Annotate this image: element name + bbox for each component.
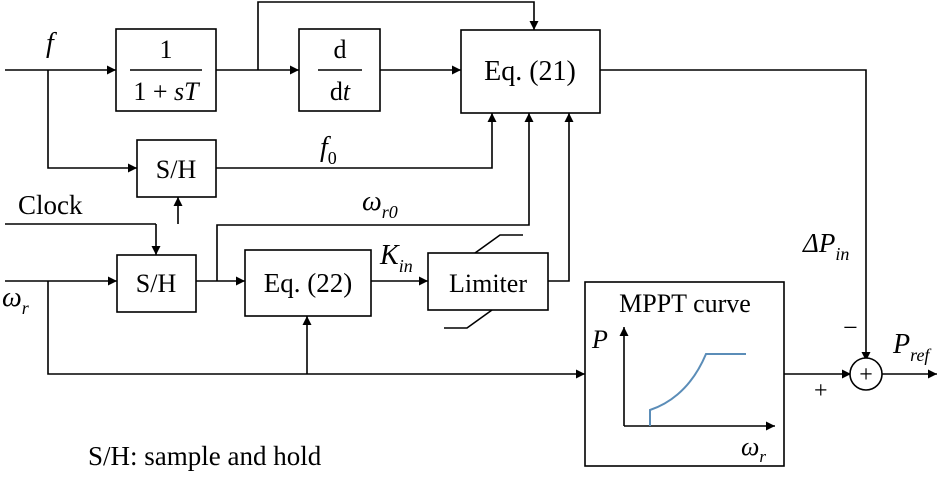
sh-bottom-label: S/H	[136, 269, 177, 298]
signal-p-ref-label: Pref	[892, 329, 932, 365]
lowpass-numerator: 1	[160, 35, 173, 64]
sample-hold-bottom-block: S/H	[116, 254, 197, 313]
eq22-label: Eq. (22)	[264, 268, 352, 298]
signal-clock-label: Clock	[18, 190, 83, 220]
signal-omega-r0-label: ωr0	[362, 186, 398, 222]
mppt-x-axis-label: ωr	[741, 432, 766, 466]
sample-hold-top-block: S/H	[136, 139, 217, 198]
signal-delta-p-in-label: ΔPin	[802, 228, 849, 264]
mppt-y-axis-label: P	[591, 325, 608, 354]
limiter-label: Limiter	[449, 269, 527, 298]
derivative-numerator: d	[334, 35, 347, 64]
sh-top-label: S/H	[156, 155, 197, 184]
signal-f-label: f	[46, 28, 57, 59]
wire-f-to-sh-top	[47, 70, 137, 173]
sample-hold-note: S/H: sample and hold	[88, 441, 322, 471]
wire-limiter-to-eq21	[548, 113, 574, 282]
lowpass-filter-block: 1 1 + sT	[115, 28, 217, 112]
derivative-denominator: dt	[330, 77, 351, 106]
signal-f0-label: f0	[320, 132, 337, 168]
wire-filtered-f-to-eq21	[257, 1, 539, 70]
limiter-lower-glyph	[444, 309, 493, 329]
summing-junction: +	[849, 357, 883, 391]
mppt-title: MPPT curve	[619, 289, 751, 318]
wire-f0-to-eq21	[216, 113, 497, 169]
mppt-curve-line	[649, 353, 746, 426]
wire-omega-r-to-mppt	[47, 281, 585, 379]
summing-junction-symbol: +	[859, 362, 873, 388]
signal-kin-label: Kin	[379, 240, 413, 276]
mppt-curve-block: MPPT curve P ωr	[584, 281, 785, 467]
signal-omega-r-label: ωr	[2, 282, 30, 318]
sum-plus-sign: +	[814, 378, 828, 404]
wire-omega-r0-to-eq21	[216, 113, 534, 281]
limiter-block: Limiter	[427, 234, 549, 329]
wire-delta-p-to-sum	[600, 69, 871, 361]
eq22-block: Eq. (22)	[244, 249, 372, 317]
eq21-block: Eq. (21)	[460, 29, 601, 114]
derivative-block: d dt	[298, 28, 381, 112]
limiter-upper-glyph	[474, 234, 523, 254]
sum-minus-sign: −	[843, 313, 858, 342]
lowpass-denominator: 1 + sT	[133, 77, 200, 106]
eq21-label: Eq. (21)	[484, 56, 576, 87]
